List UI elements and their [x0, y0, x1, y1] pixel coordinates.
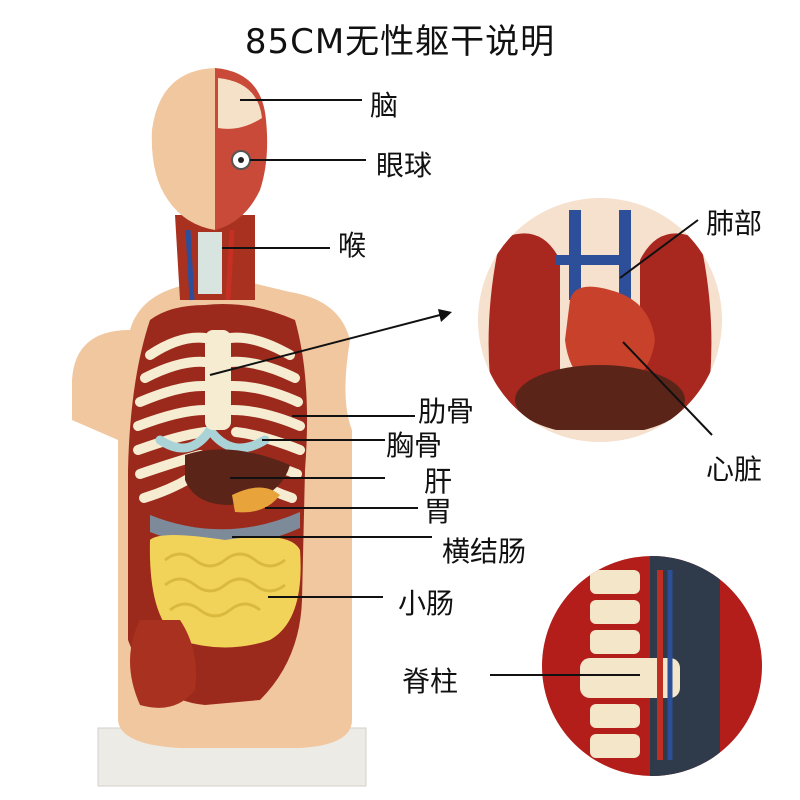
throat-label: 喉 — [338, 229, 367, 262]
stomach-label: 胃 — [424, 495, 453, 528]
trachea — [198, 232, 222, 294]
ribs-label: 肋骨 — [418, 395, 475, 428]
page-title: 85CM无性躯干说明 — [244, 22, 556, 62]
inset-heart-lungs — [478, 198, 722, 442]
eyeball-pupil — [238, 157, 244, 163]
side-cavity — [130, 620, 196, 708]
callout-arrow-line — [209, 314, 441, 376]
eyeball-label: 眼球 — [376, 149, 433, 182]
spine-label: 脊柱 — [402, 665, 459, 698]
liver-label: 肝 — [424, 465, 453, 498]
callout-arrowhead — [438, 309, 452, 322]
small-intestine-label: 小肠 — [398, 587, 455, 620]
neck-vessel-left — [185, 229, 195, 301]
heart-leader — [622, 341, 713, 436]
head-skin — [151, 68, 215, 230]
sternum-shape — [205, 330, 231, 430]
stomach-shape — [232, 487, 280, 513]
transverse-colon-label: 横结肠 — [442, 535, 527, 568]
small-intestine-folds — [164, 552, 286, 618]
leader-lines — [209, 99, 713, 676]
neck-vessel-right — [225, 229, 235, 301]
lungs-leader — [619, 219, 699, 279]
heart-label: 心脏 — [706, 453, 763, 486]
brain-shape — [218, 78, 262, 129]
rib-cage — [133, 332, 305, 503]
inset-spine — [542, 556, 762, 776]
brain-label: 脑 — [370, 89, 399, 122]
lungs-label: 肺部 — [706, 207, 763, 240]
sternum-label: 胸骨 — [386, 429, 443, 462]
